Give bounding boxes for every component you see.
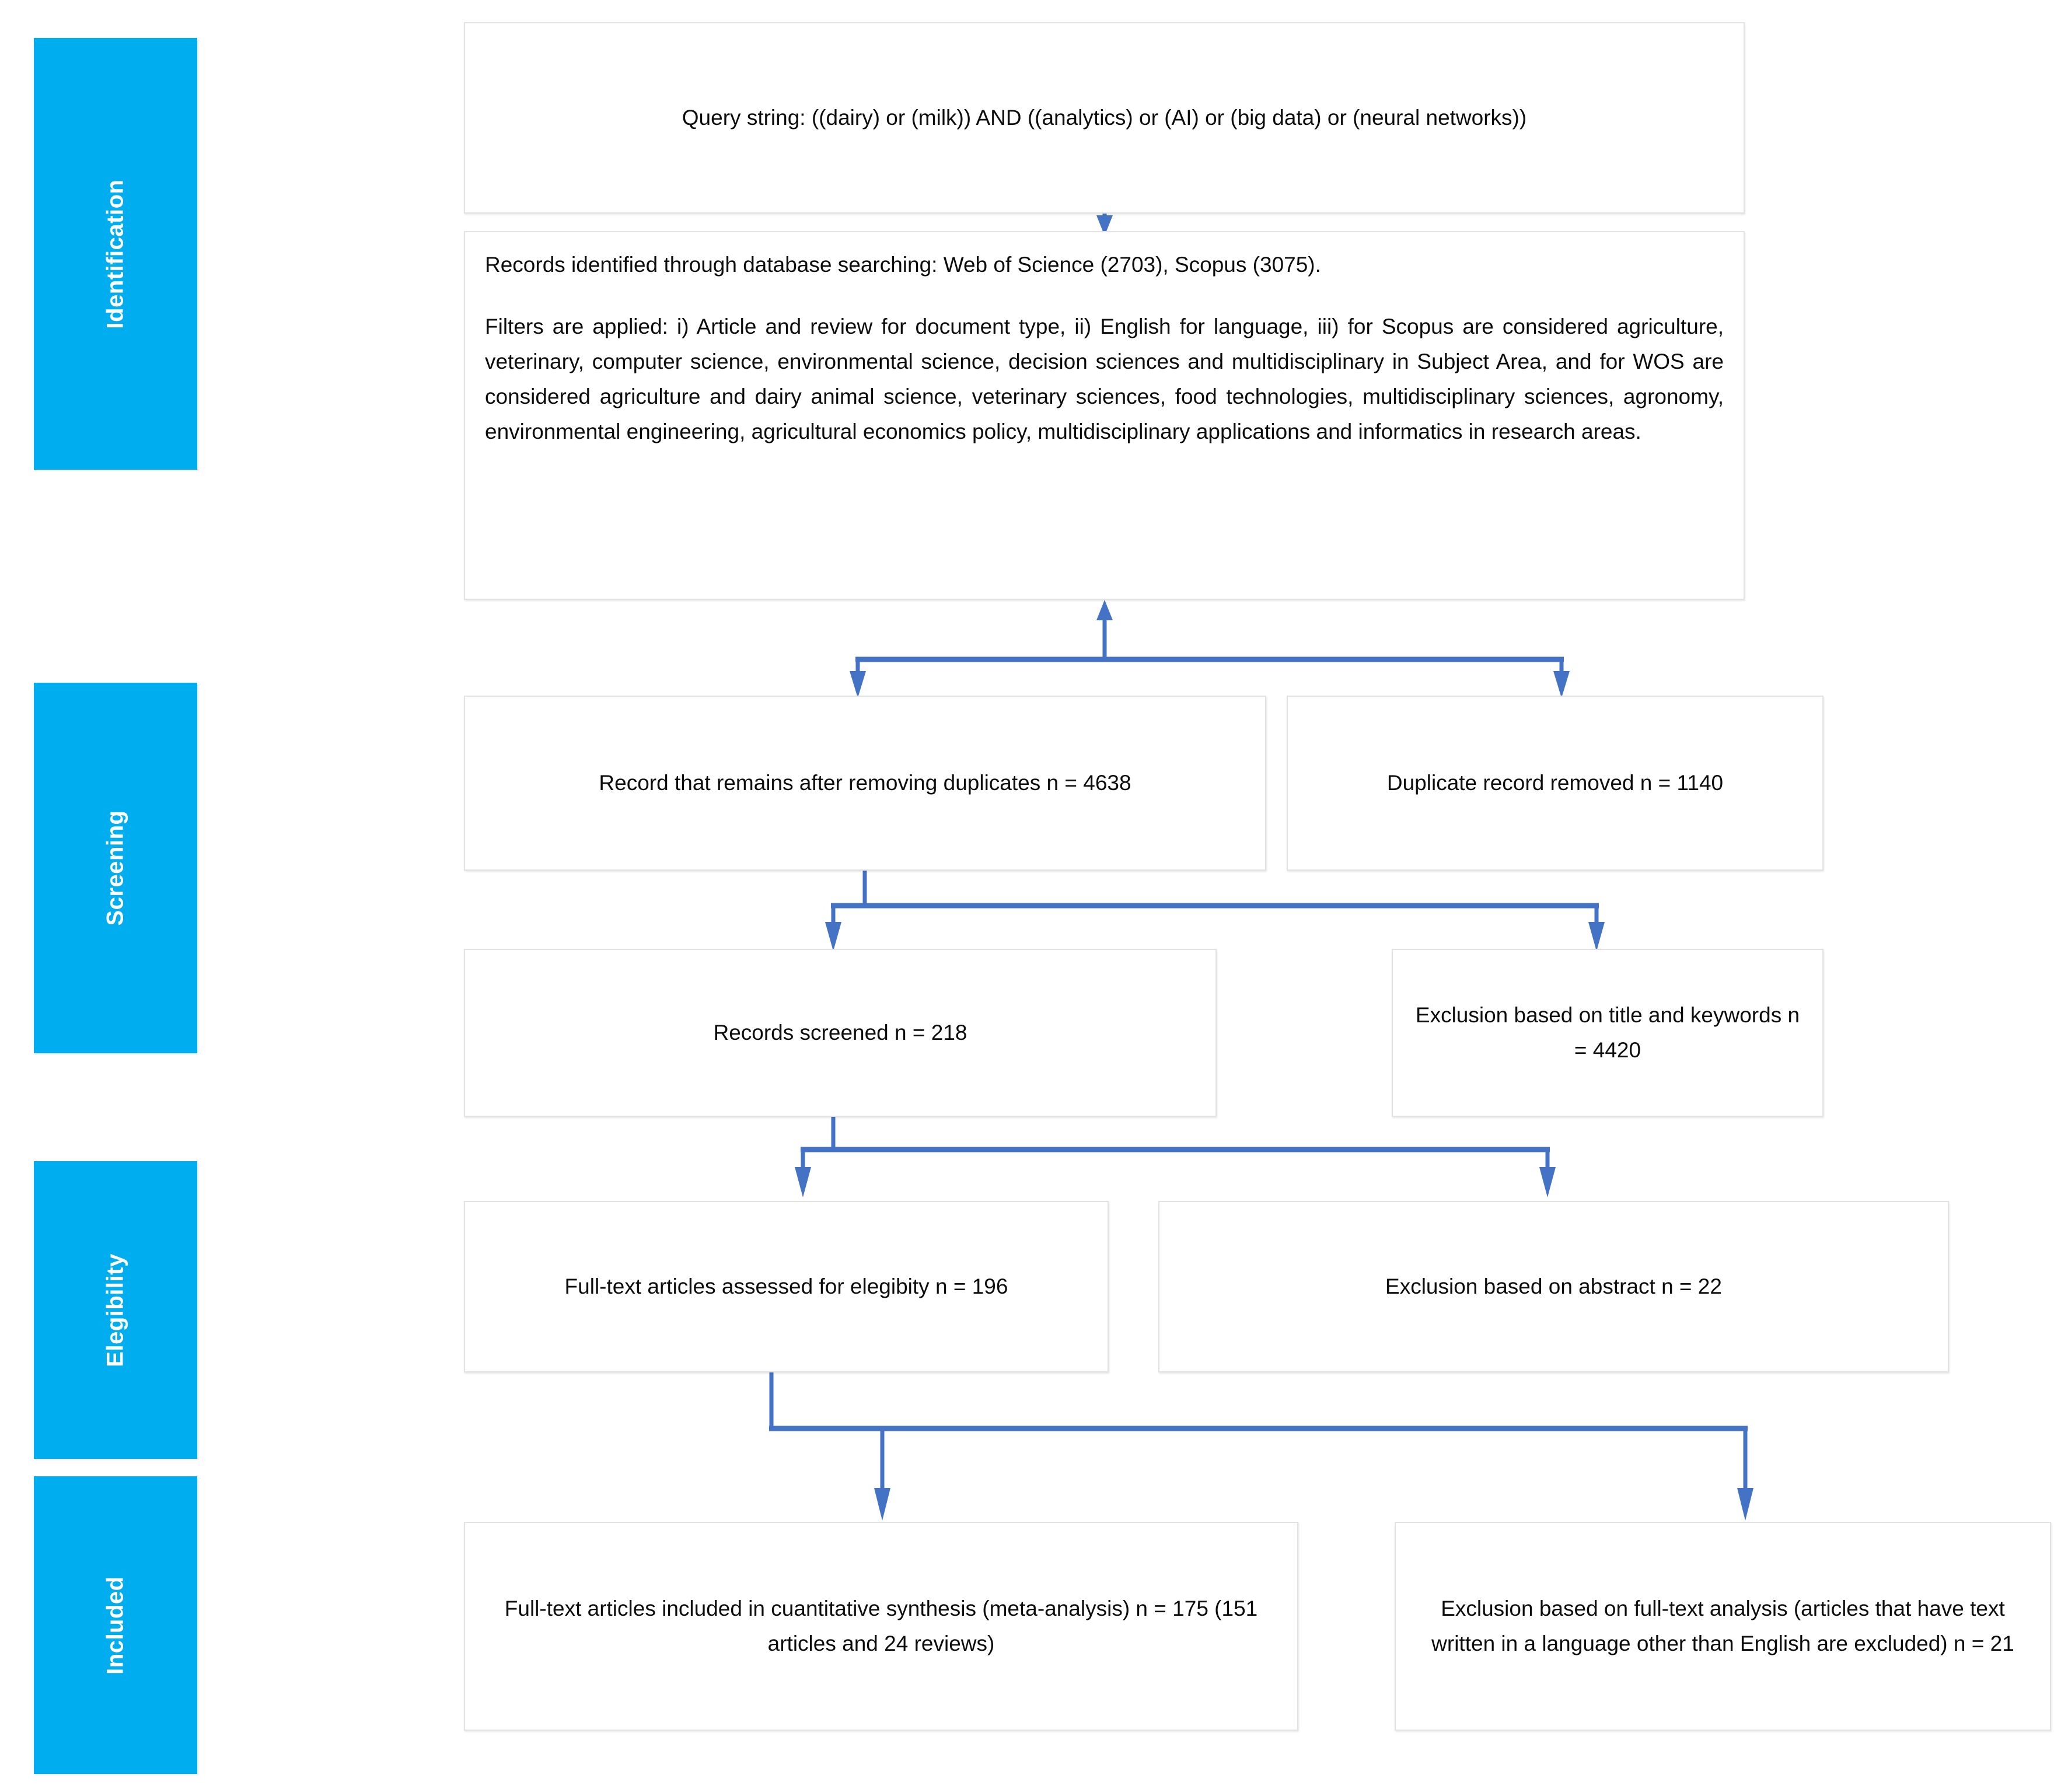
arrow-records-split (850, 600, 1570, 698)
stage-bar-screening: Screening (34, 683, 197, 1053)
box-fulltext-assessed: Full-text articles assessed for elegibit… (464, 1201, 1109, 1372)
box-records-screened: Records screened n = 218 (464, 949, 1217, 1117)
stage-label-identification: Identification (102, 179, 128, 329)
box-fulltext-included: Full-text articles included in cuantitat… (464, 1522, 1298, 1731)
paragraph-spacer (485, 282, 1724, 309)
stage-label-screening: Screening (102, 810, 128, 926)
box-query-string: Query string: ((dairy) or (milk)) AND ((… (464, 22, 1745, 214)
box-exclusion-title-keywords-text: Exclusion based on title and keywords n … (1415, 1003, 1800, 1062)
box-records-screened-text: Records screened n = 218 (713, 1021, 967, 1045)
stage-bar-included: Included (34, 1476, 197, 1774)
arrow-remaining-split (825, 871, 1605, 951)
box-records-identified: Records identified through database sear… (464, 231, 1745, 600)
stage-label-elegibility: Elegibility (102, 1253, 128, 1367)
arrow-screened-split (795, 1117, 1556, 1197)
box-exclusion-title-keywords: Exclusion based on title and keywords n … (1392, 949, 1824, 1117)
arrow-eligibility-split (769, 1372, 1753, 1521)
box-exclusion-abstract-text: Exclusion based on abstract n = 22 (1385, 1274, 1722, 1299)
box-fulltext-assessed-text: Full-text articles assessed for elegibit… (564, 1274, 1008, 1299)
box-records-after-duplicates: Record that remains after removing dupli… (464, 696, 1266, 871)
box-exclusion-fulltext-text: Exclusion based on full-text analysis (a… (1431, 1597, 2014, 1655)
stage-bar-identification: Identification (34, 38, 197, 470)
box-records-after-duplicates-text: Record that remains after removing dupli… (599, 771, 1131, 795)
box-duplicates-removed-text: Duplicate record removed n = 1140 (1386, 771, 1724, 795)
box-fulltext-included-text: Full-text articles included in cuantitat… (504, 1597, 1258, 1655)
box-duplicates-removed: Duplicate record removed n = 1140 (1287, 696, 1824, 871)
box-exclusion-abstract: Exclusion based on abstract n = 22 (1158, 1201, 1949, 1372)
box-records-identified-line2: Filters are applied: i) Article and revi… (485, 314, 1724, 443)
box-query-string-text: Query string: ((dairy) or (milk)) AND ((… (682, 106, 1527, 130)
stage-bar-elegibility: Elegibility (34, 1161, 197, 1459)
stage-label-included: Included (102, 1576, 128, 1675)
box-records-identified-line1: Records identified through database sear… (485, 253, 1321, 277)
box-exclusion-fulltext: Exclusion based on full-text analysis (a… (1395, 1522, 2051, 1731)
